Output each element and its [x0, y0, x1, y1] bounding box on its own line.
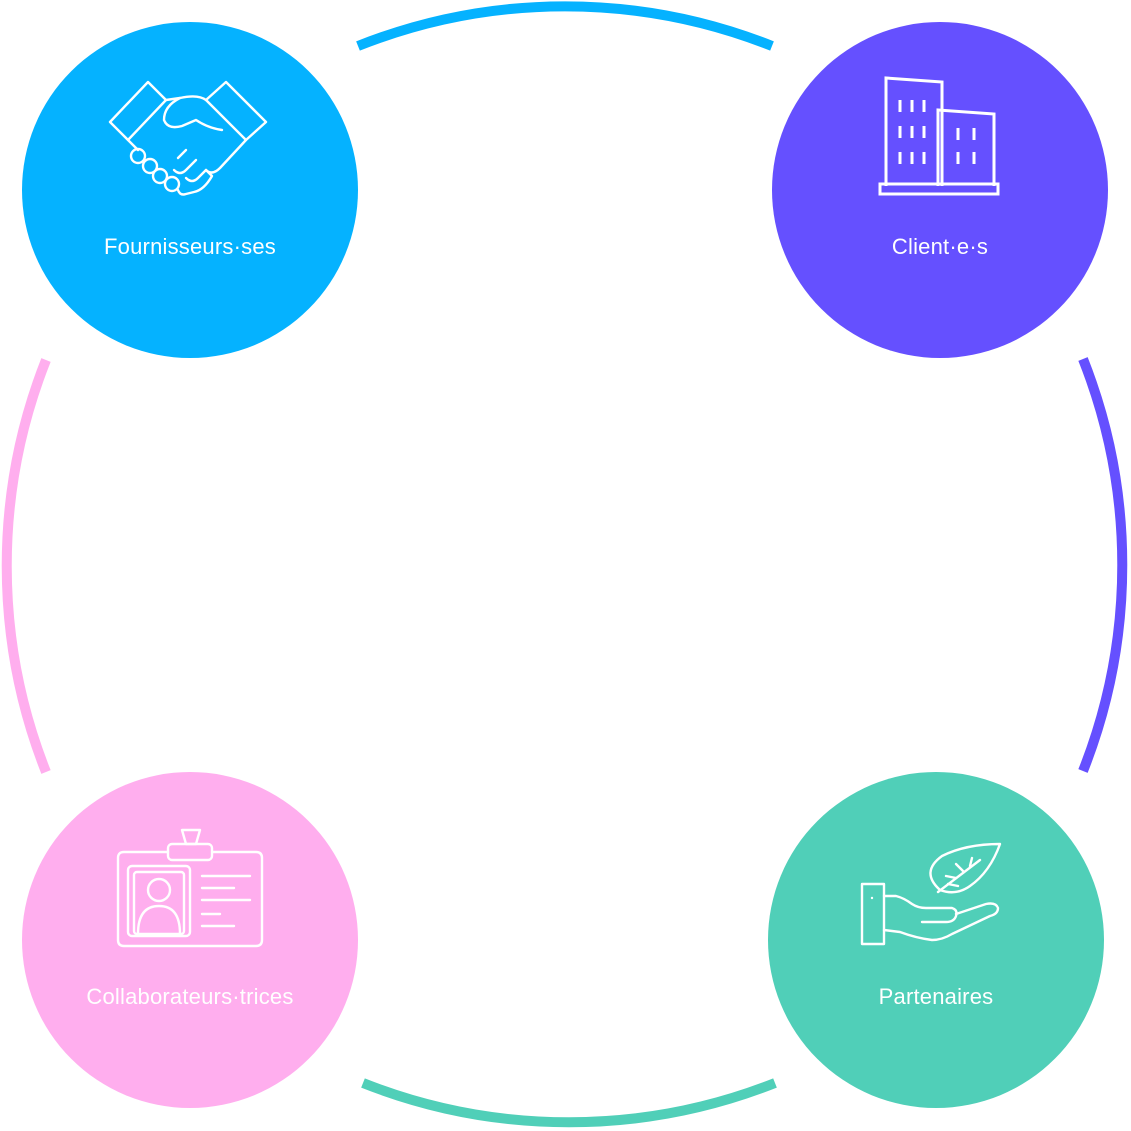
handshake-icon	[108, 80, 268, 196]
node-partners: Partenaires	[768, 772, 1104, 1108]
node-label-clients: Client·e·s	[891, 234, 989, 259]
node-label-partners: Partenaires	[878, 984, 994, 1009]
arc-partners-to-collaborators	[361, 1078, 777, 1128]
arc-collaborators-to-suppliers	[1, 358, 51, 774]
node-label-suppliers: Fournisseurs·ses	[104, 234, 276, 259]
arc-clients-to-partners	[1078, 357, 1128, 773]
node-label-collaborators: Collaborateurs·trices	[86, 984, 294, 1009]
arc-suppliers-to-clients	[356, 1, 774, 51]
hand-leaf-icon	[860, 842, 1002, 946]
id-badge-icon	[116, 828, 264, 948]
buildings-icon	[878, 76, 1000, 196]
node-clients: Client·e·s	[772, 22, 1108, 358]
node-suppliers: Fournisseurs·ses	[22, 22, 358, 358]
node-collaborators: Collaborateurs·trices	[22, 772, 358, 1108]
